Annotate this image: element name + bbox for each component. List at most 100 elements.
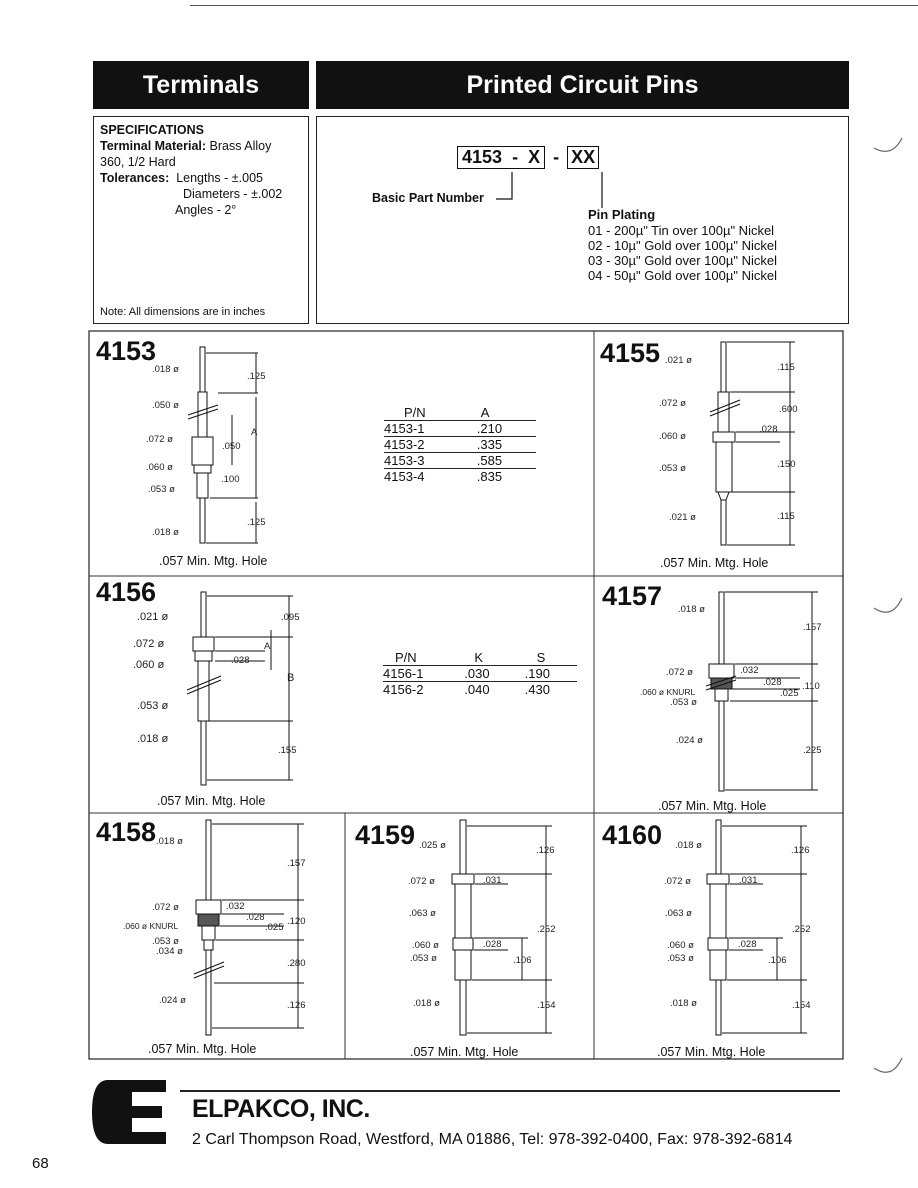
part-base: 4153 — [462, 147, 503, 167]
part-number-4155: 4155 — [600, 338, 661, 368]
company-logo — [88, 1078, 168, 1146]
table-4156: P/N K S 4156-1.030.190 4156-2.040.430 — [383, 650, 577, 697]
plating-title: Pin Plating — [588, 207, 656, 222]
hole-note-4156: .057 Min. Mtg. Hole — [157, 794, 266, 808]
table-row: 4156-1.030.190 — [383, 665, 577, 682]
company-logo-mark — [92, 1080, 166, 1144]
dim-label: .126 — [536, 845, 555, 856]
hole-note-4155: .057 Min. Mtg. Hole — [660, 556, 769, 570]
dim-label: .018 ø — [413, 998, 440, 1009]
dim-label: .028 — [763, 677, 782, 688]
dim-label: .025 ø — [419, 840, 446, 851]
dim-label: .106 — [768, 955, 787, 966]
dimensions-note: Note: All dimensions are in inches — [100, 306, 266, 318]
dim-label: .280 — [287, 958, 306, 969]
dim-label: .018 ø — [152, 364, 179, 375]
table-row: 4153-3.585 — [384, 452, 536, 469]
dim-label: .060 ø — [659, 431, 686, 442]
dim-label: .060 ø — [667, 940, 694, 951]
part-number-4159: 4159 — [355, 820, 416, 850]
dim-label: .150 — [777, 459, 796, 470]
hole-note-4159: .057 Min. Mtg. Hole — [410, 1045, 519, 1059]
pin-drawing-4159 — [451, 819, 552, 1036]
part-variant: X — [528, 147, 541, 167]
dim-label: .115 — [777, 362, 795, 373]
part-number-4157: 4157 — [602, 581, 663, 611]
dim-label: .060 ø — [133, 659, 165, 671]
dim-label: .034 ø — [156, 946, 183, 957]
dim-label: .072 ø — [659, 398, 686, 409]
dim-label: .060 ø KNURL — [640, 687, 696, 697]
dim-label: A — [264, 641, 271, 652]
company-address: 2 Carl Thompson Road, Westford, MA 01886… — [192, 1131, 793, 1148]
dim-label: .018 ø — [675, 840, 702, 851]
top-rule — [190, 5, 918, 6]
material-value: Brass Alloy — [209, 139, 272, 153]
dim-label: .021 ø — [137, 611, 169, 623]
part-number-4158: 4158 — [96, 817, 157, 847]
dim-label: .072 ø — [666, 667, 693, 678]
dim-label: .053 ø — [410, 953, 437, 964]
dim-label: .031 — [739, 875, 758, 886]
part-sep1: - — [512, 147, 519, 167]
dim-label: .024 ø — [676, 735, 703, 746]
dim-label: .063 ø — [665, 908, 692, 919]
table-row: 4156-2.040.430 — [383, 682, 550, 697]
dim-label: .024 ø — [159, 995, 186, 1006]
pin-drawing-4153 — [187, 346, 258, 544]
header-tab-terminals: Terminals — [93, 61, 309, 109]
dim-label: .252 — [792, 924, 811, 935]
dim-label: .028 — [483, 939, 502, 950]
part-sep2: - — [553, 147, 560, 167]
table-row: 4153-4.835 — [384, 469, 503, 484]
dim-label: .157 — [803, 622, 822, 633]
dim-label: .032 — [226, 901, 245, 912]
plating-options: 01 - 200µ" Tin over 100µ" Nickel 02 - 10… — [588, 223, 777, 283]
pin-drawing-4157 — [705, 591, 818, 792]
hole-note-4160: .057 Min. Mtg. Hole — [657, 1045, 766, 1059]
plating-option: 01 - 200µ" Tin over 100µ" Nickel — [588, 223, 775, 238]
dim-label: .031 — [483, 875, 502, 886]
dim-label: .072 ø — [408, 876, 435, 887]
dim-label: .018 ø — [670, 998, 697, 1009]
dim-label: .154 — [537, 1000, 556, 1011]
table-row: 4153-1.210 — [384, 420, 536, 437]
dim-label: A — [251, 427, 258, 438]
part-number-code: 4153 - X - XX — [457, 146, 600, 169]
plating-option: 02 - 10µ" Gold over 100µ" Nickel — [588, 238, 777, 253]
dim-label: .063 ø — [409, 908, 436, 919]
dim-label: .053 ø — [659, 463, 686, 474]
dim-label: .053 ø — [670, 697, 697, 708]
dim-label: .018 ø — [152, 527, 179, 538]
dim-label: .600 — [779, 404, 798, 415]
hole-note-4157: .057 Min. Mtg. Hole — [658, 799, 767, 813]
footer-rule — [180, 1090, 840, 1092]
table-4153: P/N A 4153-1.210 4153-2.335 4153-3.585 4… — [384, 405, 536, 484]
tol-angles: Angles - 2° — [175, 203, 237, 217]
dim-label: .025 — [265, 922, 284, 933]
table-header: P/N — [384, 405, 471, 421]
company-name: ELPAKCO, INC. — [192, 1095, 370, 1123]
table-row: 4153-2.335 — [384, 436, 536, 453]
dim-label: .157 — [287, 858, 306, 869]
dim-label: .060 ø KNURL — [123, 921, 179, 931]
binder-marks — [873, 137, 903, 1073]
table-header: P/N — [383, 650, 457, 666]
hole-note-4153: .057 Min. Mtg. Hole — [159, 554, 268, 568]
dim-label: .053 ø — [137, 700, 169, 712]
dim-label: .072 ø — [152, 902, 179, 913]
dim-label: .018 ø — [156, 836, 183, 847]
dim-label: .050 ø — [152, 400, 179, 411]
dim-label: .125 — [247, 517, 266, 528]
basic-part-number-label: Basic Part Number — [372, 191, 484, 205]
dim-label: .028 — [738, 939, 757, 950]
tol-diameters: Diameters - ±.002 — [183, 187, 283, 201]
pin-drawing-4156 — [186, 591, 293, 786]
dim-label: .106 — [513, 955, 532, 966]
dim-label: .053 ø — [148, 484, 175, 495]
pin-drawing-4158 — [193, 819, 304, 1036]
tolerances-label: Tolerances: — [100, 171, 170, 185]
material-label: Terminal Material: — [100, 139, 207, 153]
dim-label: .060 ø — [146, 462, 173, 473]
